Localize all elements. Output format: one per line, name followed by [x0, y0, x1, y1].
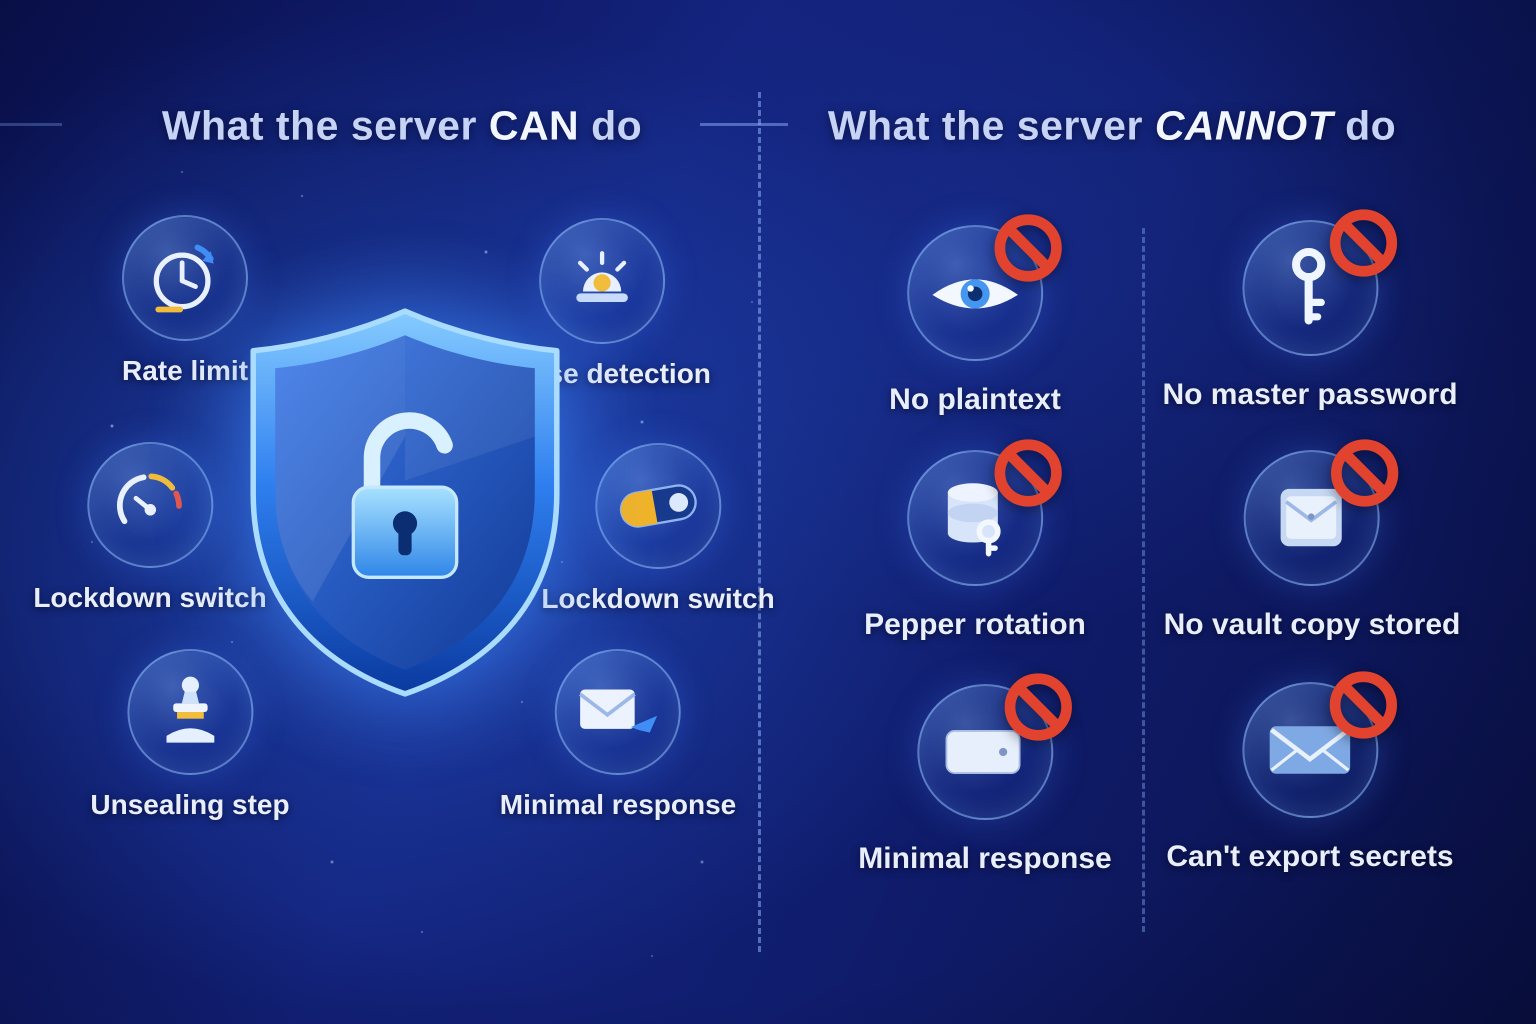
timer-icon	[122, 215, 248, 341]
item-label: Minimal response	[858, 842, 1112, 875]
item-label: Unsealing step	[90, 789, 290, 820]
prohibition-icon	[989, 209, 1067, 287]
item-label: No plaintext	[889, 383, 1061, 416]
envelope-icon	[1242, 671, 1397, 818]
can-title-emphasis: CAN	[488, 102, 580, 149]
vault-envelope-icon	[1244, 439, 1399, 586]
can-title-suffix: do	[579, 102, 643, 149]
cannot-item-no-plaintext: No plaintext	[889, 214, 1062, 417]
can-item-lockdown-switch-capsule: Lockdown switch	[541, 443, 775, 615]
can-title-prefix: What the server	[161, 102, 489, 149]
cannot-title-emphasis: CANNOT	[1154, 102, 1334, 149]
prohibition-icon	[1326, 434, 1404, 512]
item-label: Lockdown switch	[541, 583, 775, 614]
capsule-icon	[594, 443, 721, 569]
cannot-title: What the server CANNOT do	[828, 103, 1396, 150]
can-title: What the server CAN do	[162, 103, 642, 150]
item-label: Lockdown switch	[33, 582, 267, 613]
cannot-title-prefix: What the server	[827, 102, 1155, 149]
left-edge-line	[0, 123, 62, 126]
cannot-item-pepper-rotation: Pepper rotation	[864, 439, 1086, 642]
key-icon	[1242, 209, 1397, 356]
item-label: No master password	[1162, 378, 1458, 411]
stamp-icon	[126, 649, 253, 775]
prohibition-icon	[1324, 666, 1402, 744]
cannot-title-suffix: do	[1333, 102, 1397, 149]
cannot-item-no-vault-copy: No vault copy stored	[1163, 439, 1461, 642]
prohibition-icon	[989, 434, 1067, 512]
gauge-icon	[86, 442, 213, 568]
eye-icon	[907, 214, 1062, 361]
mail-arrow-icon	[554, 649, 681, 775]
title-divider-line	[700, 123, 788, 126]
cannot-item-no-master-password: No master password	[1162, 209, 1458, 412]
database-key-icon	[906, 439, 1062, 586]
item-label: Pepper rotation	[864, 608, 1086, 641]
can-item-rate-limit: Rate limit	[122, 215, 248, 387]
item-label: Can't export secrets	[1166, 840, 1454, 873]
item-label: Rate limit	[121, 355, 249, 386]
shield-lock-icon	[240, 305, 570, 706]
prohibition-icon	[1324, 204, 1402, 282]
cannot-item-minimal-response: Minimal response	[858, 673, 1112, 876]
cannot-item-cant-export-secrets: Can't export secrets	[1166, 671, 1454, 874]
right-columns-dashed-divider	[1142, 228, 1145, 932]
can-item-lockdown-switch-gauge: Lockdown switch	[33, 442, 267, 614]
item-label: No vault copy stored	[1163, 608, 1461, 641]
prohibition-icon	[999, 668, 1077, 746]
item-label: Minimal response	[499, 789, 737, 820]
wallet-icon	[917, 673, 1072, 820]
